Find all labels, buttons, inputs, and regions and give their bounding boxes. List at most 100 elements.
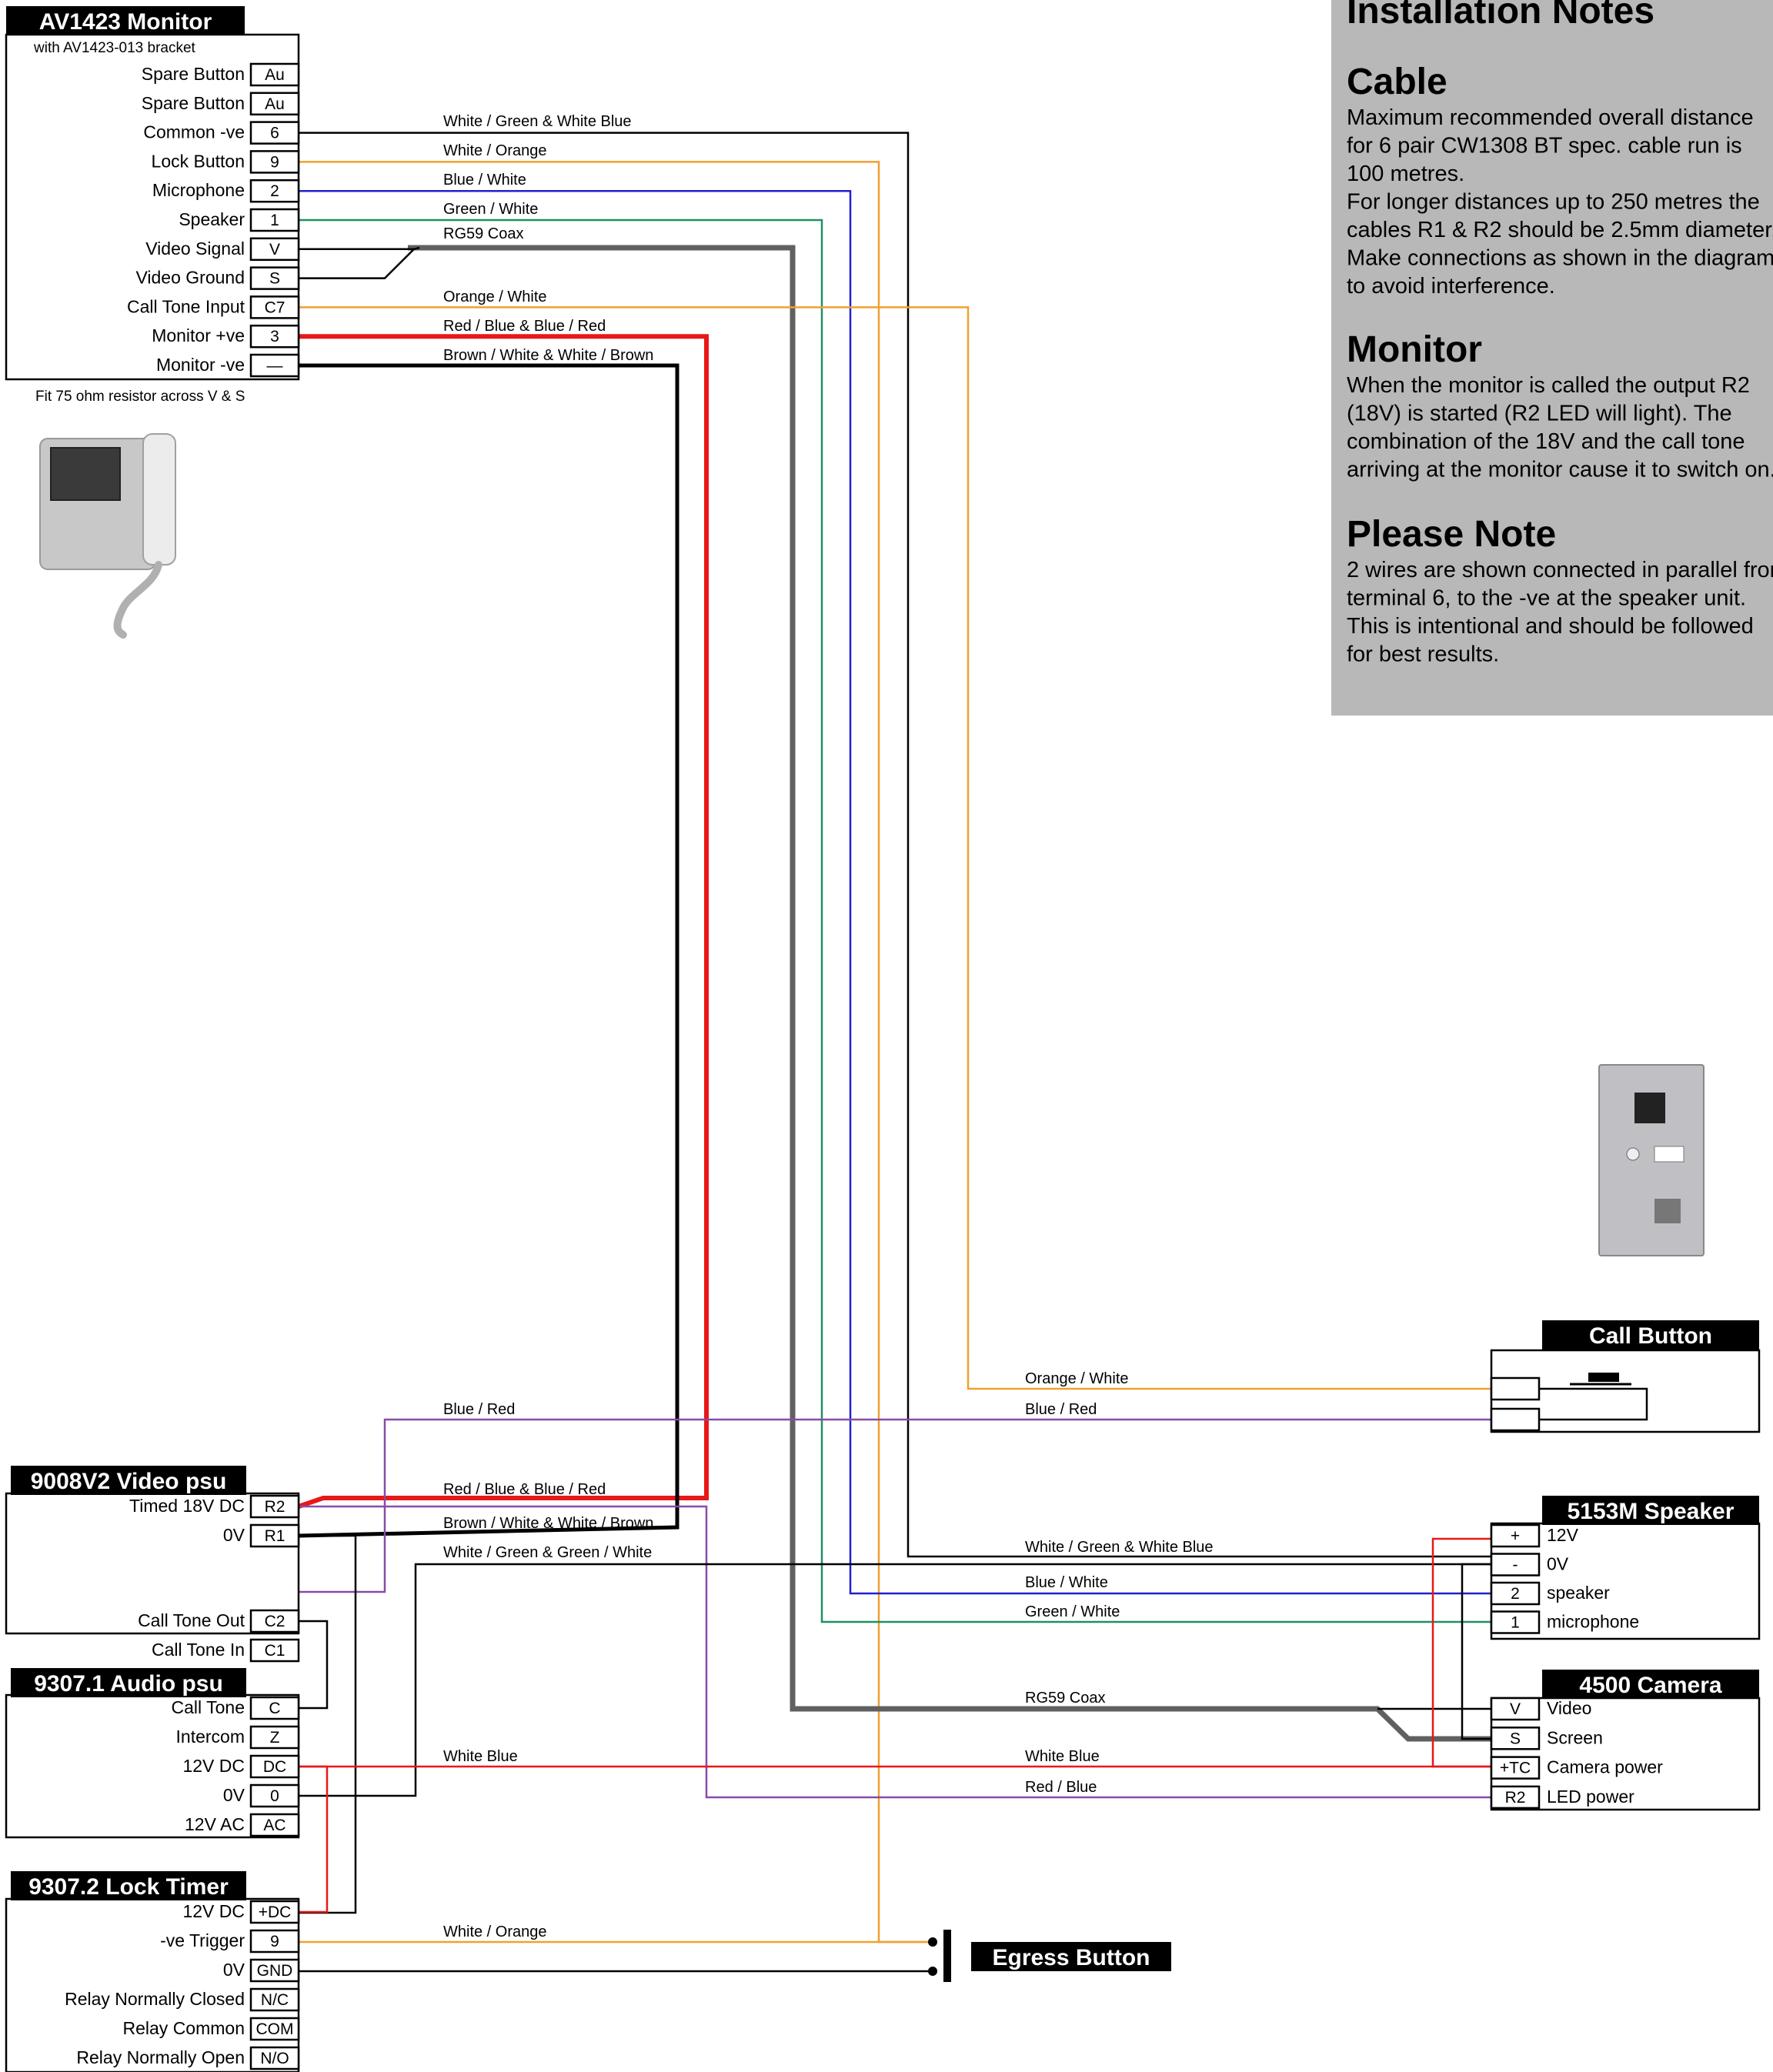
terminal-box[interactable]	[1490, 1610, 1541, 1634]
egress-title: Egress Button	[992, 1945, 1150, 1970]
terminal-box[interactable]	[249, 353, 300, 378]
terminal-label: 0V	[223, 1785, 245, 1805]
terminal-box[interactable]	[1490, 1553, 1541, 1577]
terminal-box[interactable]	[1490, 1756, 1541, 1780]
terminal-box[interactable]	[249, 266, 300, 290]
terminal-box[interactable]	[249, 62, 300, 87]
terminal-box[interactable]	[249, 1900, 300, 1924]
terminal-label: Video Ground	[135, 268, 245, 288]
wire-label: RG59 Coax	[1025, 1690, 1106, 1707]
terminal-box[interactable]	[249, 92, 300, 116]
wire-label: White Blue	[1025, 1748, 1100, 1765]
terminal-box[interactable]	[1490, 1581, 1541, 1606]
terminal-label: 0V	[1547, 1554, 1569, 1574]
wire-green-white	[299, 219, 1491, 1623]
monitor-block-title: AV1423 Monitor	[39, 9, 212, 35]
terminal-id: 9	[270, 153, 279, 171]
lock-timer-block-frame	[5, 1897, 300, 2072]
terminal-id: 0	[270, 1787, 279, 1805]
wire-label: Blue / White	[443, 172, 526, 189]
call-terminal-1[interactable]	[1490, 1376, 1541, 1401]
wire-label: Red / Blue & Blue / Red	[443, 1481, 606, 1498]
egress-contact-1	[928, 1937, 937, 1947]
terminal-label: Camera power	[1547, 1757, 1663, 1777]
notes-heading: Monitor	[1347, 329, 1482, 370]
terminal-box[interactable]	[249, 1783, 300, 1808]
terminal-id: V	[269, 241, 280, 259]
notes-line: for 6 pair CW1308 BT spec. cable run is	[1347, 134, 1742, 158]
terminal-label: 0V	[223, 1525, 245, 1545]
terminal-box[interactable]	[249, 1494, 300, 1519]
terminal-id: +DC	[259, 1904, 292, 1921]
wire-label: Brown / White & White / Brown	[443, 347, 653, 364]
terminal-box[interactable]	[249, 237, 300, 262]
terminal-box[interactable]	[249, 1958, 300, 1983]
notes-line: terminal 6, to the -ve at the speaker un…	[1347, 586, 1746, 611]
terminal-box[interactable]	[249, 1638, 300, 1663]
terminal-box[interactable]	[249, 295, 300, 319]
terminal-box[interactable]	[249, 1929, 300, 1954]
notes-line: for best results.	[1347, 642, 1499, 667]
terminal-box[interactable]	[249, 121, 300, 145]
terminal-row: +TC Camera power	[1490, 1756, 1663, 1780]
terminal-box[interactable]	[1490, 1727, 1541, 1750]
wire-red-blue-led	[299, 1505, 1491, 1799]
terminal-id: +TC	[1500, 1760, 1531, 1777]
notes-line: Make connections as shown in the diagram	[1347, 246, 1773, 271]
terminal-box[interactable]	[249, 1523, 300, 1548]
terminal-id: Au	[265, 95, 285, 113]
terminal-id: 3	[270, 328, 279, 345]
terminal-box[interactable]	[249, 2017, 300, 2041]
terminal-id: C7	[265, 299, 285, 316]
terminal-box[interactable]	[249, 150, 300, 174]
terminal-box[interactable]	[249, 1813, 300, 1837]
audio-psu-block-title: 9307.1 Audio psu	[34, 1671, 223, 1697]
terminal-box[interactable]	[1490, 1785, 1541, 1810]
terminal-box[interactable]	[1490, 1523, 1541, 1548]
wire-label: Red / Blue & Blue / Red	[443, 318, 606, 335]
terminal-row: Video Signal V	[145, 237, 300, 262]
call-terminal-2[interactable]	[1490, 1407, 1541, 1432]
terminal-id: 9	[270, 1933, 279, 1950]
terminal-label: 0V	[223, 1960, 245, 1980]
terminal-box[interactable]	[249, 2046, 300, 2070]
terminal-label: Call Tone Out	[138, 1610, 245, 1630]
terminal-box[interactable]	[1490, 1697, 1541, 1721]
terminal-label: Timed 18V DC	[129, 1496, 245, 1516]
lock-timer-block-title: 9307.2 Lock Timer	[28, 1874, 229, 1900]
terminal-box[interactable]	[249, 1725, 300, 1750]
notes-line: arriving at the monitor cause it to swit…	[1347, 458, 1773, 482]
terminal-id: C2	[265, 1613, 285, 1630]
wire-label: White / Orange	[443, 142, 547, 159]
coax-screen-link	[299, 248, 417, 279]
terminal-box[interactable]	[249, 208, 300, 232]
terminal-box[interactable]	[249, 324, 300, 349]
terminal-box[interactable]	[249, 1987, 300, 2012]
call-button-dot	[1626, 1147, 1640, 1161]
wire-label: Green / White	[443, 201, 538, 218]
terminal-box[interactable]	[249, 1609, 300, 1633]
terminal-label: LED power	[1547, 1787, 1634, 1807]
monitor-screen	[50, 447, 121, 501]
speaker-camera-0v-link	[1461, 1563, 1491, 1740]
terminal-box[interactable]	[249, 1754, 300, 1779]
wire-label: RG59 Coax	[443, 225, 524, 242]
notes-line: Maximum recommended overall distance	[1347, 105, 1754, 130]
terminal-box[interactable]	[249, 1696, 300, 1720]
monitor-subtitle: with AV1423-013 bracket	[33, 40, 196, 56]
terminal-label: Video Signal	[145, 239, 245, 259]
terminal-box[interactable]	[249, 179, 300, 203]
